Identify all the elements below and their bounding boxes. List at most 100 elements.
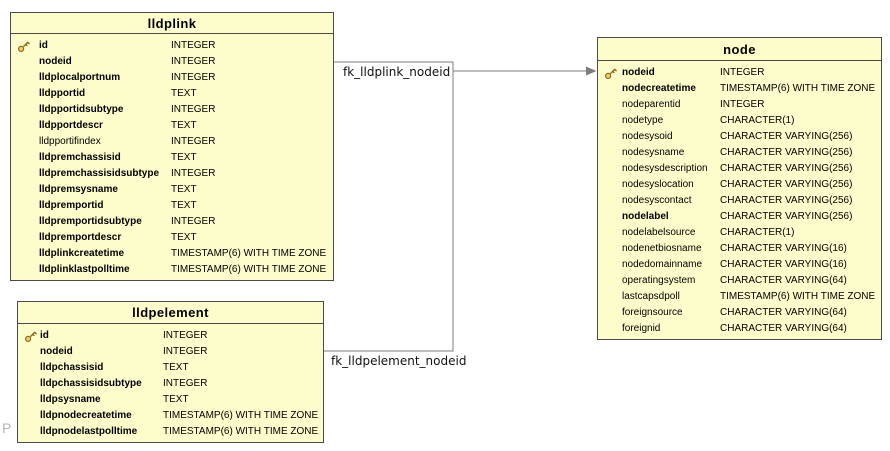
- column-type: INTEGER: [171, 136, 216, 147]
- column-type: CHARACTER VARYING(64): [720, 307, 847, 318]
- column-row: nodesyscontact CHARACTER VARYING(256): [598, 193, 881, 209]
- column-name: lastcapsdpoll: [622, 291, 680, 302]
- column-name: nodelabel: [622, 211, 669, 222]
- column-type: INTEGER: [171, 72, 216, 83]
- watermark-text: P: [2, 420, 12, 436]
- column-row: foreignid CHARACTER VARYING(64): [598, 321, 881, 337]
- column-type: CHARACTER VARYING(64): [720, 275, 847, 286]
- column-row: nodenetbiosname CHARACTER VARYING(16): [598, 241, 881, 257]
- column-type: CHARACTER VARYING(256): [720, 195, 853, 206]
- entity-title: lldplink: [11, 13, 333, 34]
- primary-key-icon: [17, 40, 30, 53]
- column-name: lldpportidsubtype: [39, 104, 124, 115]
- entity-title: lldpelement: [18, 302, 323, 324]
- column-type: TEXT: [171, 200, 197, 211]
- column-name: lldpremportdescr: [39, 232, 122, 243]
- column-row: lldpremchassisid TEXT: [11, 150, 333, 166]
- column-name: lldpportifindex: [39, 136, 101, 147]
- relationship-line-fk-lldplink-nodeid: [324, 61, 586, 352]
- column-name: nodelabelsource: [622, 227, 696, 238]
- column-name: lldplinklastpolltime: [39, 264, 130, 275]
- column-type: TEXT: [171, 152, 197, 163]
- column-row: lldpremportidsubtype INTEGER: [11, 214, 333, 230]
- column-name: nodetype: [622, 115, 664, 126]
- column-type: CHARACTER VARYING(16): [720, 259, 847, 270]
- column-type: TEXT: [171, 120, 197, 131]
- column-row: id INTEGER: [18, 328, 323, 344]
- column-type: INTEGER: [163, 330, 208, 341]
- column-type: INTEGER: [163, 378, 208, 389]
- column-row: nodesysname CHARACTER VARYING(256): [598, 145, 881, 161]
- column-name: lldpremportidsubtype: [39, 216, 142, 227]
- column-row: lldpportifindex INTEGER: [11, 134, 333, 150]
- column-row: lldplinklastpolltime TIMESTAMP(6) WITH TI…: [11, 262, 333, 278]
- column-name: foreignsource: [622, 307, 683, 318]
- primary-key-icon: [604, 67, 617, 80]
- column-row: nodetype CHARACTER(1): [598, 113, 881, 129]
- column-name: nodesysname: [622, 147, 685, 158]
- relationship-label-fk-lldplink-nodeid[interactable]: fk_lldplink_nodeid: [343, 65, 451, 79]
- column-name: lldplinkcreatetime: [39, 248, 125, 259]
- column-type: TIMESTAMP(6) WITH TIME ZONE: [720, 291, 876, 302]
- column-name: nodenetbiosname: [622, 243, 702, 254]
- column-name: id: [40, 330, 49, 341]
- column-type: TEXT: [171, 232, 197, 243]
- column-name: lldpnodecreatetime: [40, 410, 132, 421]
- column-type: TIMESTAMP(6) WITH TIME ZONE: [720, 83, 876, 94]
- column-name: lldpremsysname: [39, 184, 118, 195]
- column-type: TEXT: [171, 184, 197, 195]
- column-name: foreignid: [622, 323, 661, 334]
- column-name: nodesyscontact: [622, 195, 692, 206]
- column-row: lldpremportid TEXT: [11, 198, 333, 214]
- column-name: lldpportid: [39, 88, 86, 99]
- column-name: lldpportdescr: [39, 120, 103, 131]
- column-name: lldpremchassisidsubtype: [39, 168, 160, 179]
- column-name: lldpremportid: [39, 200, 104, 211]
- column-name: lldpchassisidsubtype: [40, 378, 142, 389]
- column-type: TEXT: [163, 362, 189, 373]
- column-row: foreignsource CHARACTER VARYING(64): [598, 305, 881, 321]
- column-type: TIMESTAMP(6) WITH TIME ZONE: [171, 248, 327, 259]
- column-type: TIMESTAMP(6) WITH TIME ZONE: [163, 426, 319, 437]
- column-name: operatingsystem: [622, 275, 696, 286]
- column-row: nodesysdescription CHARACTER VARYING(256): [598, 161, 881, 177]
- column-type: TIMESTAMP(6) WITH TIME ZONE: [171, 264, 327, 275]
- column-name: nodedomainname: [622, 259, 703, 270]
- column-name: nodesysdescription: [622, 163, 708, 174]
- column-type: CHARACTER VARYING(256): [720, 179, 853, 190]
- column-type: INTEGER: [171, 56, 216, 67]
- column-type: CHARACTER(1): [720, 115, 795, 126]
- column-row: lldpremsysname TEXT: [11, 182, 333, 198]
- column-type: INTEGER: [171, 40, 216, 51]
- column-name: lldpremchassisid: [39, 152, 121, 163]
- relationship-label-fk-lldpelement-nodeid[interactable]: fk_lldpelement_nodeid: [331, 354, 467, 368]
- column-type: INTEGER: [171, 216, 216, 227]
- column-type: CHARACTER VARYING(256): [720, 147, 853, 158]
- column-row: lldpportdescr TEXT: [11, 118, 333, 134]
- entity-title: node: [598, 38, 881, 61]
- column-type: CHARACTER VARYING(256): [720, 131, 853, 142]
- column-type: INTEGER: [720, 99, 765, 110]
- column-type: INTEGER: [720, 67, 765, 78]
- column-type: CHARACTER VARYING(16): [720, 243, 847, 254]
- column-type: TIMESTAMP(6) WITH TIME ZONE: [163, 410, 319, 421]
- column-type: CHARACTER VARYING(256): [720, 163, 853, 174]
- column-type: CHARACTER VARYING(64): [720, 323, 847, 334]
- column-row: nodedomainname CHARACTER VARYING(16): [598, 257, 881, 273]
